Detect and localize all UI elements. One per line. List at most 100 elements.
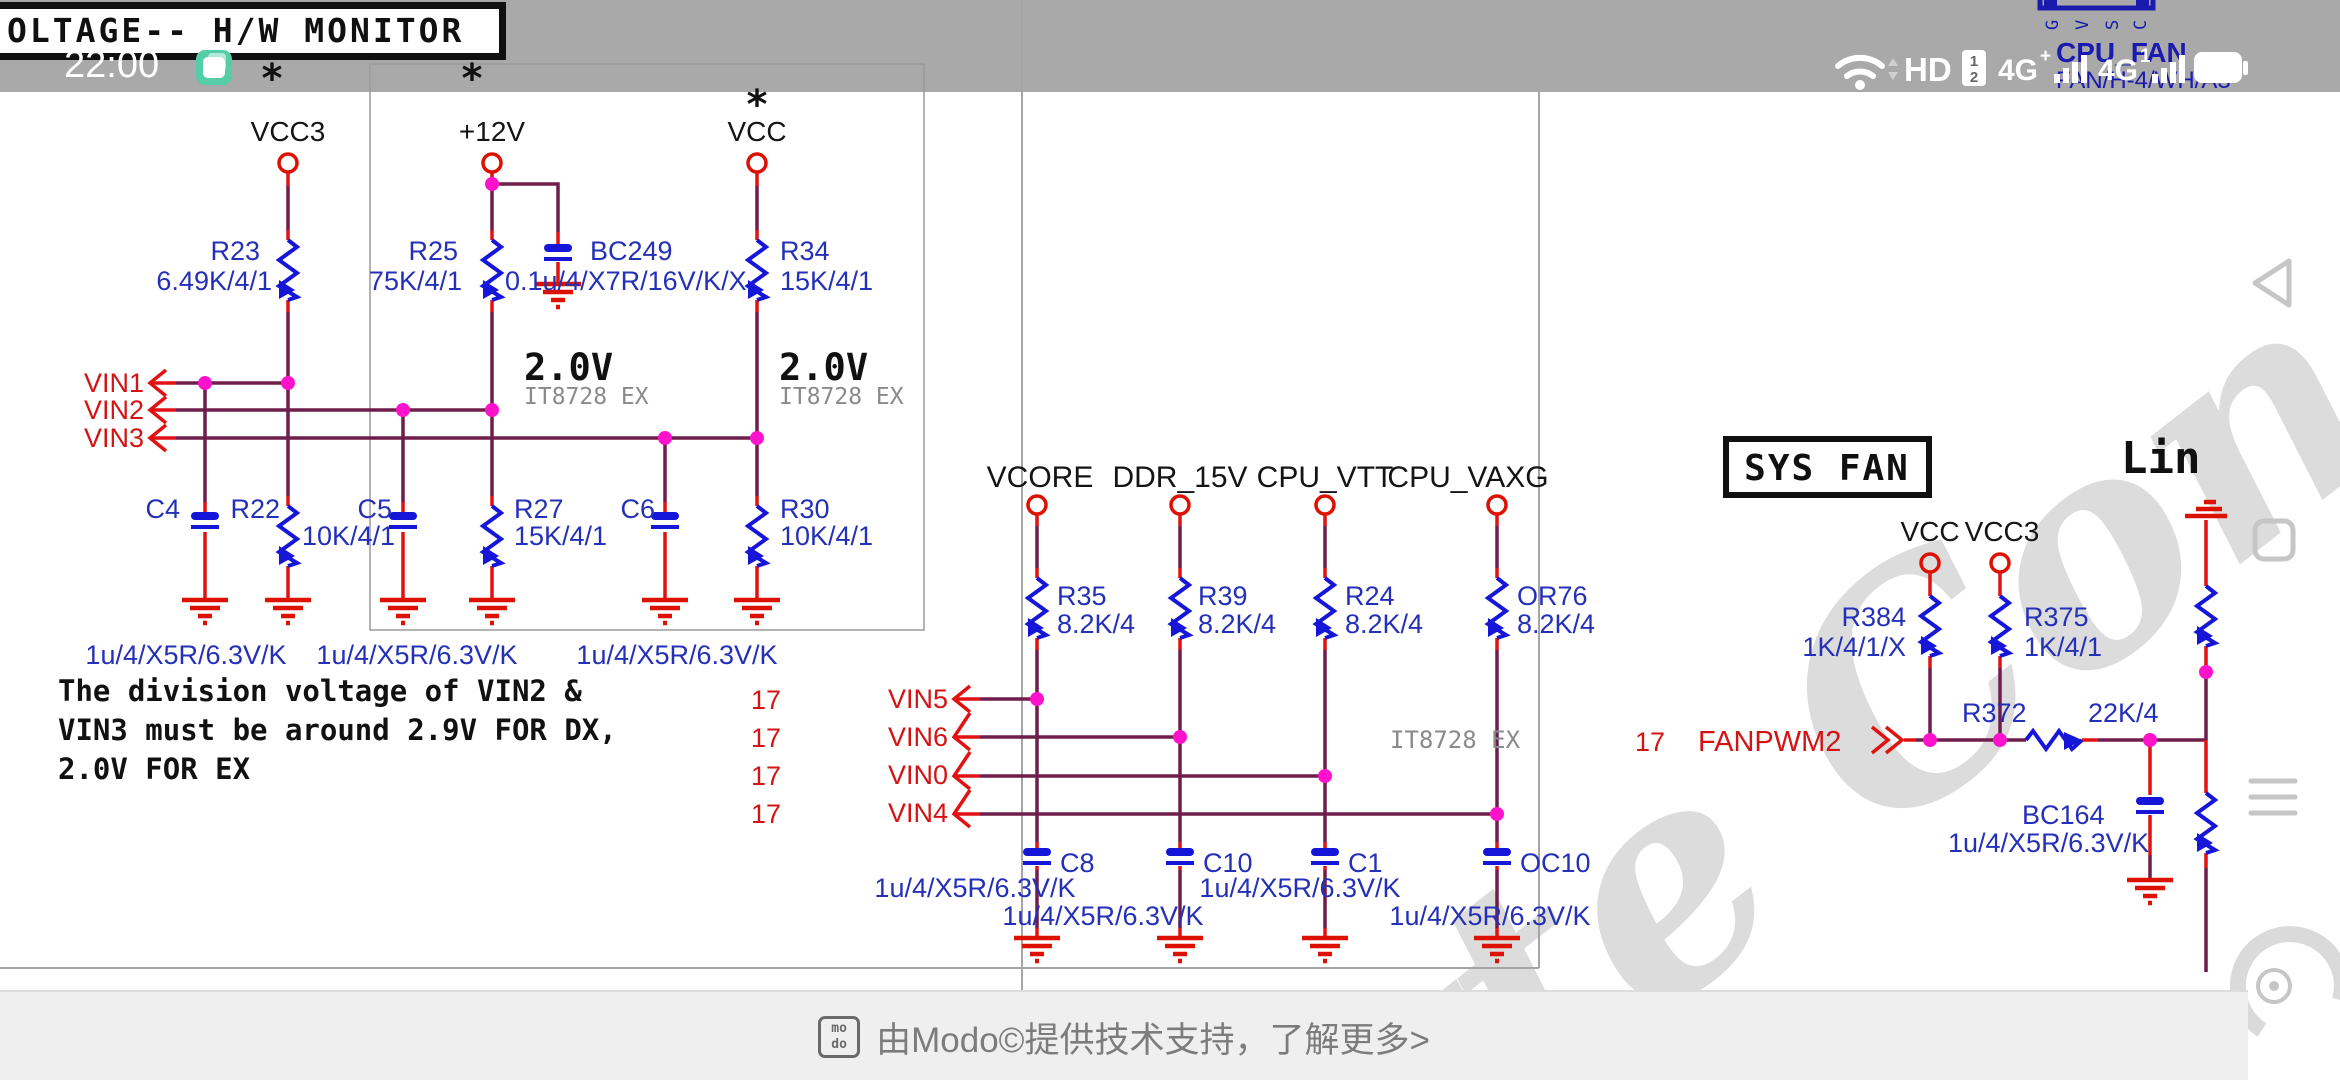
wifi-dot — [1855, 80, 1865, 90]
val-r35: 8.2K/4 — [1057, 609, 1135, 639]
val-bc249: 0.1u/4/X7R/16V/K/X — [505, 266, 747, 296]
fanpwm2-arrow-icon — [1870, 725, 1905, 755]
sheet-ref: 17 — [751, 799, 781, 829]
resistor-icon — [1024, 576, 1511, 640]
network-type-2: 4G — [2098, 54, 2138, 87]
vin-flag-label: VIN5 — [888, 684, 948, 714]
vin-flag-label: VIN6 — [888, 722, 948, 752]
ref-r27: R27 — [514, 494, 564, 524]
support-banner-text[interactable]: 由Modo©提供技术支持，了解更多> — [876, 1020, 1430, 1060]
resistor-arrow-icon — [1028, 618, 1504, 637]
voltage-chip: IT8728 EX — [779, 384, 904, 410]
sim-badge — [1962, 50, 1986, 86]
schematic-title: OLTAGE-- H/W MONITOR — [7, 11, 465, 50]
partial-title: Lin — [2121, 433, 2200, 484]
voltage-chip: IT8728 EX — [524, 384, 649, 410]
ref-r25: R25 — [408, 236, 458, 266]
ref-c4: C4 — [145, 494, 180, 524]
cap-value: 1u/4/X5R/6.3V/K — [1199, 873, 1400, 903]
wifi-icon — [1835, 54, 1885, 79]
battery-icon — [2194, 52, 2248, 83]
cap-value: 1u/4/X5R/6.3V/K — [1002, 901, 1203, 931]
design-note: The division voltage of VIN2 & VIN3 must… — [58, 674, 617, 786]
assist-button[interactable] — [2256, 968, 2292, 1004]
network-type-2-sup: 1 — [2140, 46, 2151, 67]
val-r27: 15K/4/1 — [514, 521, 607, 551]
vin-flag-label: VIN1 — [84, 368, 144, 398]
val-r25: 75K/4/1 — [369, 266, 462, 296]
capacitor-icon — [1023, 848, 1511, 865]
right-section: SYS FAN Lin VCC VCC3 — [1635, 433, 2227, 972]
pin-label: C — [2131, 20, 2151, 30]
menu-button[interactable] — [2248, 778, 2298, 816]
resistor-icon — [275, 238, 771, 568]
sys-fan-box — [1723, 436, 1932, 498]
back-button[interactable] — [2252, 258, 2292, 308]
val-r30: 10K/4/1 — [780, 521, 873, 551]
status-clock: 22:00 — [64, 44, 160, 86]
resistor-arrow-icon — [279, 280, 764, 565]
ref-r34: R34 — [780, 236, 830, 266]
network-type-1: 4G — [1998, 54, 2038, 87]
vin-flag-label: VIN2 — [84, 395, 144, 425]
net-label-vcc: VCC — [727, 116, 786, 147]
ref-r23: R23 — [210, 236, 260, 266]
val-r375: 1K/4/1 — [2024, 632, 2102, 662]
ground-icon — [182, 281, 780, 626]
voltage-note: 2.0V — [524, 346, 613, 389]
chip-ref: IT8728 EX — [1390, 726, 1521, 754]
ref-or76: OR76 — [1517, 581, 1588, 611]
ref-r384: R384 — [1841, 602, 1906, 632]
fan-connector-icon — [2037, 0, 2156, 11]
vin-flag-label: VIN4 — [888, 798, 948, 828]
note-line: VIN3 must be around 2.9V FOR DX, — [58, 713, 617, 747]
cap-value: 1u/4/X5R/6.3V/K — [316, 640, 517, 670]
cap-value: 1u/4/X5R/6.3V/K — [85, 640, 286, 670]
signal-bars-2 — [2152, 55, 2185, 83]
net-label-cpuvaxg: CPU_VAXG — [1387, 461, 1548, 494]
assist-button-dot — [2269, 981, 2279, 991]
cap-value: 1u/4/X5R/6.3V/K — [874, 873, 1075, 903]
ref-r35: R35 — [1057, 581, 1107, 611]
net-label-vcc3: VCC3 — [1965, 516, 2040, 547]
recents-button[interactable] — [2252, 518, 2296, 562]
support-banner[interactable]: mo do 由Modo©提供技术支持，了解更多> — [0, 990, 2248, 1080]
ref-r30: R30 — [780, 494, 830, 524]
vin-flag-chevrons — [951, 684, 972, 829]
ref-r372: R372 — [1962, 698, 2027, 728]
net-label-12v: +12V — [459, 116, 525, 147]
resistor-arrow-icon — [1921, 626, 2213, 852]
capacitor-icon — [191, 244, 679, 529]
modo-logo-top: mo — [831, 1020, 847, 1036]
junction-dot — [1030, 692, 1504, 821]
cap-value: 1u/4/X5R/6.3V/K — [576, 640, 777, 670]
net-label-vcore: VCORE — [987, 461, 1094, 494]
floating-window-icon[interactable] — [196, 50, 232, 85]
sim-badge-bottom: 2 — [1970, 69, 1978, 86]
sheet-ref: 17 — [751, 761, 781, 791]
sys-fan-title: SYS FAN — [1744, 448, 1910, 489]
note-line: The division voltage of VIN2 & — [58, 674, 582, 708]
vin-flag-label: VIN0 — [888, 760, 948, 790]
ref-bc164: BC164 — [2022, 800, 2105, 830]
ref-oc10: OC10 — [1520, 848, 1591, 878]
vin-flag-label: VIN3 — [84, 423, 144, 453]
network-type-1-sup: + — [2040, 46, 2051, 67]
voltage-note: 2.0V — [779, 346, 868, 389]
resistor-icon — [1917, 584, 2220, 855]
modo-logo-bottom: do — [831, 1037, 847, 1052]
val-bc164: 1u/4/X5R/6.3V/K — [1948, 828, 2149, 858]
net-label-ddr15v: DDR_15V — [1112, 461, 1247, 494]
left-section: * * * VCC3 +12V VCC — [58, 56, 904, 829]
vin-flag-chevrons — [147, 368, 168, 453]
ref-c6: C6 — [620, 494, 655, 524]
wires-purple — [980, 526, 1499, 928]
star-mark: * — [745, 82, 769, 128]
val-r34: 15K/4/1 — [780, 266, 873, 296]
star-mark: * — [260, 56, 284, 102]
ground-icon — [2127, 499, 2227, 906]
ref-r24: R24 — [1345, 581, 1395, 611]
val-r39: 8.2K/4 — [1198, 609, 1276, 639]
wires-red — [150, 172, 759, 600]
